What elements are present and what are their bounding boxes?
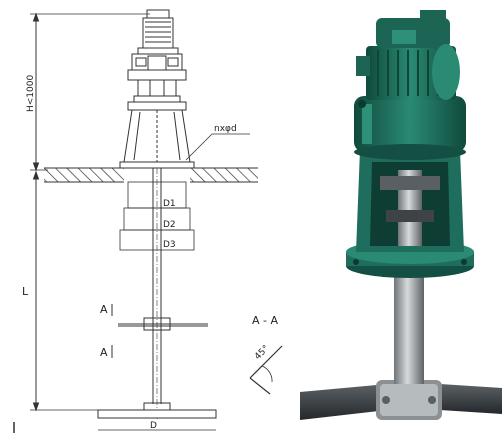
height-label: H<1000 bbox=[26, 75, 36, 112]
section-title: A - A bbox=[252, 314, 278, 327]
mounting-floor bbox=[44, 167, 258, 183]
section-a-upper-label: A bbox=[100, 303, 108, 316]
reducer-photo bbox=[354, 96, 466, 160]
lower-impeller-drawing bbox=[97, 402, 217, 419]
impeller-blade-photo bbox=[300, 380, 502, 420]
upper-impeller-drawing bbox=[118, 317, 208, 331]
section-a-lower-label: A bbox=[100, 346, 108, 359]
motor-drawing bbox=[127, 9, 187, 111]
d2-label: D2 bbox=[163, 220, 176, 230]
d1-label: D1 bbox=[163, 199, 176, 209]
length-dimension bbox=[30, 170, 140, 412]
frame-drawing bbox=[119, 109, 195, 169]
hole-label: nxφd bbox=[214, 124, 237, 134]
shaft-drawing bbox=[152, 168, 162, 420]
d-label: D bbox=[150, 421, 157, 431]
frame-photo bbox=[356, 150, 464, 252]
length-label: L bbox=[22, 285, 29, 298]
agitator-photo bbox=[300, 0, 502, 433]
technical-drawing: H<1000 L bbox=[13, 9, 283, 433]
d3-label: D3 bbox=[163, 240, 176, 250]
angle-detail bbox=[249, 345, 283, 395]
height-dimension bbox=[30, 12, 150, 172]
motor-photo bbox=[356, 10, 460, 100]
